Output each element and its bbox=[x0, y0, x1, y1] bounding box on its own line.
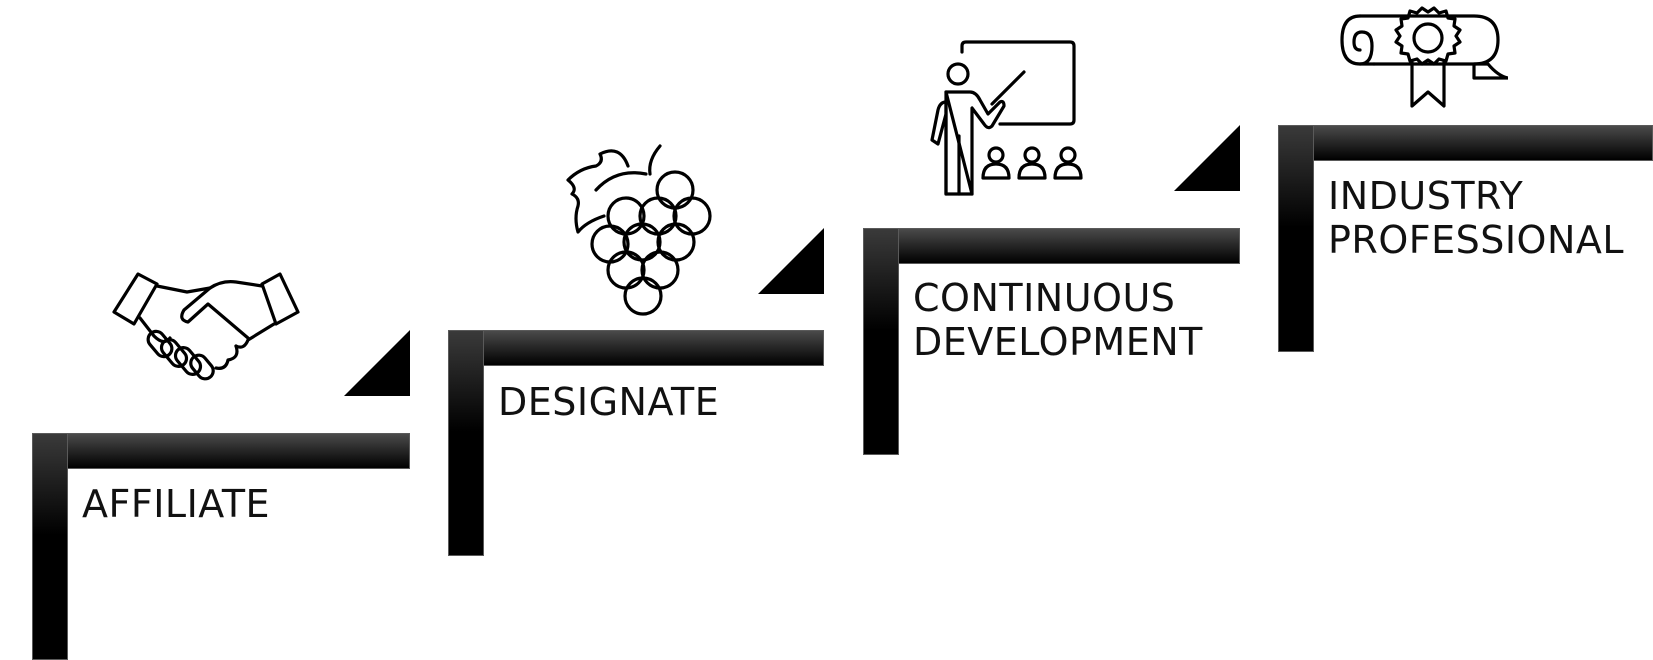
teacher-presentation-icon bbox=[926, 40, 1098, 200]
step-label-designate: DESIGNATE bbox=[498, 380, 720, 424]
step-label-industry-professional: INDUSTRY PROFESSIONAL bbox=[1328, 174, 1625, 262]
step-bar-top bbox=[1278, 125, 1653, 161]
handshake-icon bbox=[112, 268, 302, 383]
step-bar-side bbox=[32, 433, 68, 660]
step-bar-top bbox=[32, 433, 410, 469]
step-bar-top bbox=[863, 228, 1240, 264]
grapes-icon bbox=[560, 142, 720, 317]
corner-triangle bbox=[1174, 125, 1240, 191]
step-bar-side bbox=[1278, 125, 1314, 352]
corner-triangle bbox=[344, 330, 410, 396]
diploma-certificate-icon bbox=[1338, 6, 1508, 112]
corner-triangle bbox=[758, 228, 824, 294]
step-label-continuous-development: CONTINUOUS DEVELOPMENT bbox=[913, 276, 1203, 364]
step-bar-side bbox=[448, 330, 484, 556]
step-label-affiliate: AFFILIATE bbox=[82, 482, 271, 526]
step-bar-top bbox=[448, 330, 824, 366]
step-bar-side bbox=[863, 228, 899, 455]
